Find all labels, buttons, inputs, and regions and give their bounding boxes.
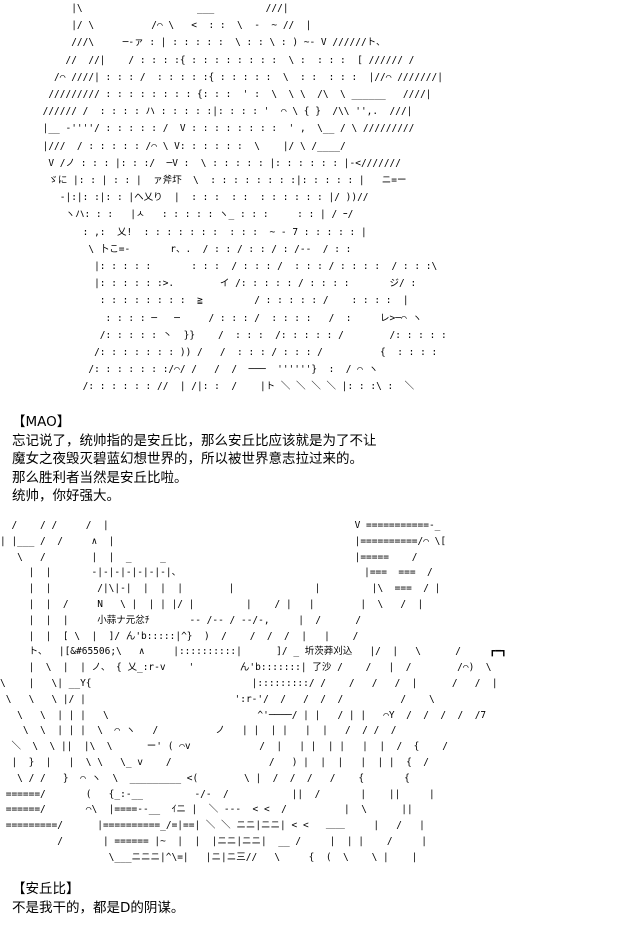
ascii-art-bottom: / / / / | V ===========-_ | |___ / / ∧ |… — [0, 518, 619, 880]
art-line: \ \ | | | \ ^'────/ | | / | | ⌒Y / / / /… — [0, 709, 487, 721]
art-line: /⌒ ////| : : : / : : : : :{ : : : : : \ … — [14, 71, 443, 83]
art-line: /: : : : : : :/⌒/ / / / ─── ''''''} : / … — [14, 364, 379, 376]
art-line: : : : : ─ ─ / : : : / : : : : / : レ>─⌒ ヽ — [14, 312, 422, 324]
art-line: | |___ / / ∧ | |==========/⌒ \[ — [0, 535, 447, 547]
art-line: | } | | \ \ \_ v / / ) | | | | | | { / — [0, 756, 429, 768]
art-line: ======/ ⌒\ |====--__ ｲニ | ＼ --- < < / | … — [0, 804, 413, 816]
dialogue-line: 那么胜利者当然是安丘比啦。 — [12, 469, 188, 486]
art-line: | | | 小蒜ナ元忿ﾁ -- /-- / --/-, | / / — [0, 614, 362, 626]
art-line: \ / / } ⌒ ヽ \ _________ <( \ | / / / / {… — [0, 772, 410, 784]
art-line: |: : : : : :>. イ /: : : : : / : : : : ジ/… — [14, 278, 417, 290]
art-line: ゞに |: : | : : | ァ斧圷 \ : : : : : : : :|: … — [14, 175, 407, 187]
art-line: |/ \ /⌒ \ < : : \ - ~ // | — [14, 20, 312, 32]
art-line: =========/ |==========_/=|==| ＼ ＼ ニニ|ニニ|… — [0, 820, 425, 832]
art-line: -|:|: :|: : |ヘ乂り | : : : : : : : : : : :… — [14, 192, 369, 204]
art-line: | | -|-|-|-|-|-|-|、 |=== === / — [0, 567, 433, 579]
art-line: ///////// : : : : : : : : {: : : ' : \ \… — [14, 89, 432, 101]
art-line: ト、 |[&#65506;\ ∧ |::::::::::| ]/ _ 圻茨莽刈込… — [0, 646, 507, 658]
art-line: : ,: 乂! : : : : : : : : : : ~ - 7 : : : … — [14, 226, 367, 238]
art-line: | | / N \ | | | |/ | | / | | | \ / | — [0, 598, 424, 610]
art-line: /: : : : : 丶 }} / : : : /: : : : : / /: … — [14, 329, 447, 341]
art-line: |\ ___ ///| — [14, 3, 289, 14]
art-line: / / / / | V ===========-_ — [0, 520, 441, 531]
art-line: \ 卜こ=- r、. / : : / : : / : /-- / : : — [14, 243, 352, 255]
dialogue-line: 忘记说了，统帅指的是安丘比，那么安丘比应该就是为了不让 — [12, 432, 377, 449]
art-line: |: : : : : : : : / : : : / : : : / : : :… — [14, 261, 438, 273]
art-line: \___ニニニ|^\=| |ニ|ニ三// \ { ( \ \ | | — [0, 851, 418, 863]
art-line: \ / | | _ _ |===== / — [0, 551, 424, 563]
art-line: // //| / : : : :{ : : : : : : : : \ : : … — [14, 54, 415, 66]
art-line: ///\ ─-ァ : | : : : : : \ : : \ : ) ~- V … — [14, 37, 386, 49]
art-line: ////// / : : : : ハ : : : : :|: : : : ' ⌒… — [14, 106, 413, 118]
dialogue-block-mao: 【MAO】 忘记说了，统帅指的是安丘比，那么安丘比应该就是为了不让 魔女之夜毁灭… — [12, 413, 612, 506]
art-line: ======/ ( {_:-__ -/- / || / | || | — [0, 788, 435, 800]
art-line: /: : : : : : // | /|: : / |ト ＼ ＼ ＼ ＼ |: … — [14, 381, 415, 393]
art-line: ヽハ: : : |ㅅ : : : : : ヽ_ : : : : : | / ｰ/ — [14, 209, 354, 221]
art-line: \ \ | | | \ ⌒ ヽ / ノ | | | | | | / / / / — [0, 725, 397, 737]
art-line: |/// / : : : : : /⌒ \ V: : : : : : \ |/ … — [14, 140, 346, 152]
speaker-label: 【安丘比】 — [12, 881, 80, 897]
art-line: \ \ \ |/ | ':r-'/ / / / / / \ — [0, 693, 435, 705]
art-line: \ | \| __Y{ |:::::::::/ / / / / | / / | — [0, 677, 498, 689]
art-line: |__ -''''/ : : : : : / V : : : : : : : :… — [14, 123, 415, 135]
art-line: : : : : : : : : ≧ / : : : : : / : : : : … — [14, 295, 409, 307]
art-line: / | ====== |~ | | |ニニ|ニニ| __ / | | | / | — [0, 835, 427, 847]
art-line: | \ | | ノ、 { 乂_:r-v ' ん'b:::::::| 了沙 / /… — [0, 662, 492, 674]
art-line: V /ノ : : : |: : :/ ─V : \ : : : : : |: :… — [14, 157, 401, 169]
speaker-label: 【MAO】 — [12, 414, 71, 430]
art-line: ＼ \ \ || |\ \ ー' ( ⌒v / | | | | | | | / … — [0, 741, 448, 753]
dialogue-block-anqiubi: 【安丘比】 不是我干的，都是D的阴谋。 — [12, 880, 612, 917]
art-line: | | [ \ | ]/ ん'b:::::|^} ) / / / / | | / — [0, 630, 359, 642]
ascii-art-top: |\ ___ ///| |/ \ /⌒ \ < : : \ - ~ // | /… — [14, 0, 614, 412]
art-line: | | /|\|-| | | | | | |\ === / | — [0, 583, 441, 595]
dialogue-line: 不是我干的，都是D的阴谋。 — [12, 899, 185, 916]
dialogue-line: 魔女之夜毁灭碧蓝幻想世界的，所以被世界意志拉过来的。 — [12, 451, 363, 468]
dialogue-line: 统帅，你好强大。 — [12, 488, 120, 505]
art-line: /: : : : : : : )) / / : : : / : : : / { … — [14, 347, 438, 359]
